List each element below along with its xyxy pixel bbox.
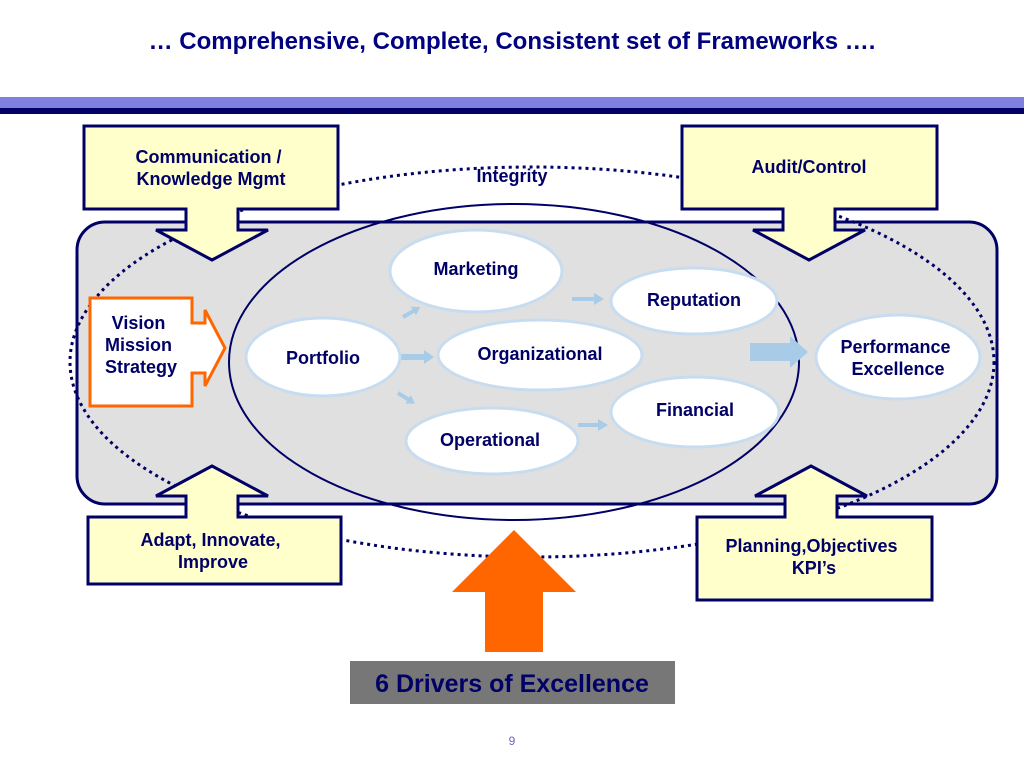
vision-mission-box: Vision Mission Strategy (88, 296, 227, 408)
planning-line-1: Planning,Objectives (725, 536, 897, 556)
marketing-label: Marketing (433, 259, 518, 279)
financial-bubble (609, 375, 781, 449)
svg-text:Planning,Objectives KPI’: Planning,Objectives KPI’s (725, 536, 902, 578)
portfolio-bubble (244, 316, 402, 398)
drivers-up-arrow (452, 530, 576, 652)
slide-title: … Comprehensive, Complete, Consistent se… (148, 28, 876, 55)
drivers-footer-text: 6 Drivers of Excellence (375, 670, 649, 698)
planning-line-2: KPI’s (792, 558, 836, 578)
organizational-label: Organizational (477, 344, 602, 364)
planning-objectives-box: Planning,Objectives KPI’s (695, 464, 934, 602)
drivers-footer-label: 6 Drivers of Excellence (350, 661, 675, 704)
marketing-bubble (388, 228, 564, 314)
operational-bubble (404, 406, 580, 476)
svg-text:Performance Excellence: Performance Excellence (840, 337, 955, 379)
adapt-line-2: Improve (178, 552, 248, 572)
adapt-innovate-box: Adapt, Innovate, Improve (86, 464, 343, 586)
integrity-loop (68, 165, 996, 559)
portfolio-label: Portfolio (286, 348, 360, 368)
header-bar (0, 97, 1024, 114)
audit-control-box: Audit/Control (680, 124, 939, 262)
financial-label: Financial (656, 400, 734, 420)
communication-line-1: Communication / (135, 147, 281, 167)
communication-knowledge-box: Communication / Knowledge Mgmt (82, 124, 340, 262)
driver-bubbles: Portfolio Marketing Organizational Opera… (244, 228, 982, 476)
svg-text:Adapt, Innovate, Improve: Adapt, Innovate, Improve (140, 530, 285, 572)
performance-line-2: Excellence (851, 359, 944, 379)
drivers-ellipse (228, 203, 800, 521)
audit-control-label: Audit/Control (752, 157, 867, 177)
performance-bubble (814, 313, 982, 401)
vision-line-1: Vision (112, 313, 166, 333)
reputation-bubble (609, 266, 779, 336)
operational-label: Operational (440, 430, 540, 450)
svg-text:Communication / Knowledg: Communication / Knowledge Mgmt (135, 147, 286, 189)
organizational-bubble (436, 318, 644, 392)
integrity-label: Integrity (476, 166, 547, 186)
communication-line-2: Knowledge Mgmt (137, 169, 286, 189)
performance-line-1: Performance (840, 337, 950, 357)
vision-line-2: Mission (105, 335, 172, 355)
svg-text:Vision Mission Str: Vision Mission Strategy (105, 313, 177, 377)
connector-arrows (396, 293, 808, 431)
adapt-line-1: Adapt, Innovate, (140, 530, 280, 550)
vision-line-3: Strategy (105, 357, 177, 377)
reputation-label: Reputation (647, 290, 741, 310)
page-number: 9 (508, 734, 516, 748)
